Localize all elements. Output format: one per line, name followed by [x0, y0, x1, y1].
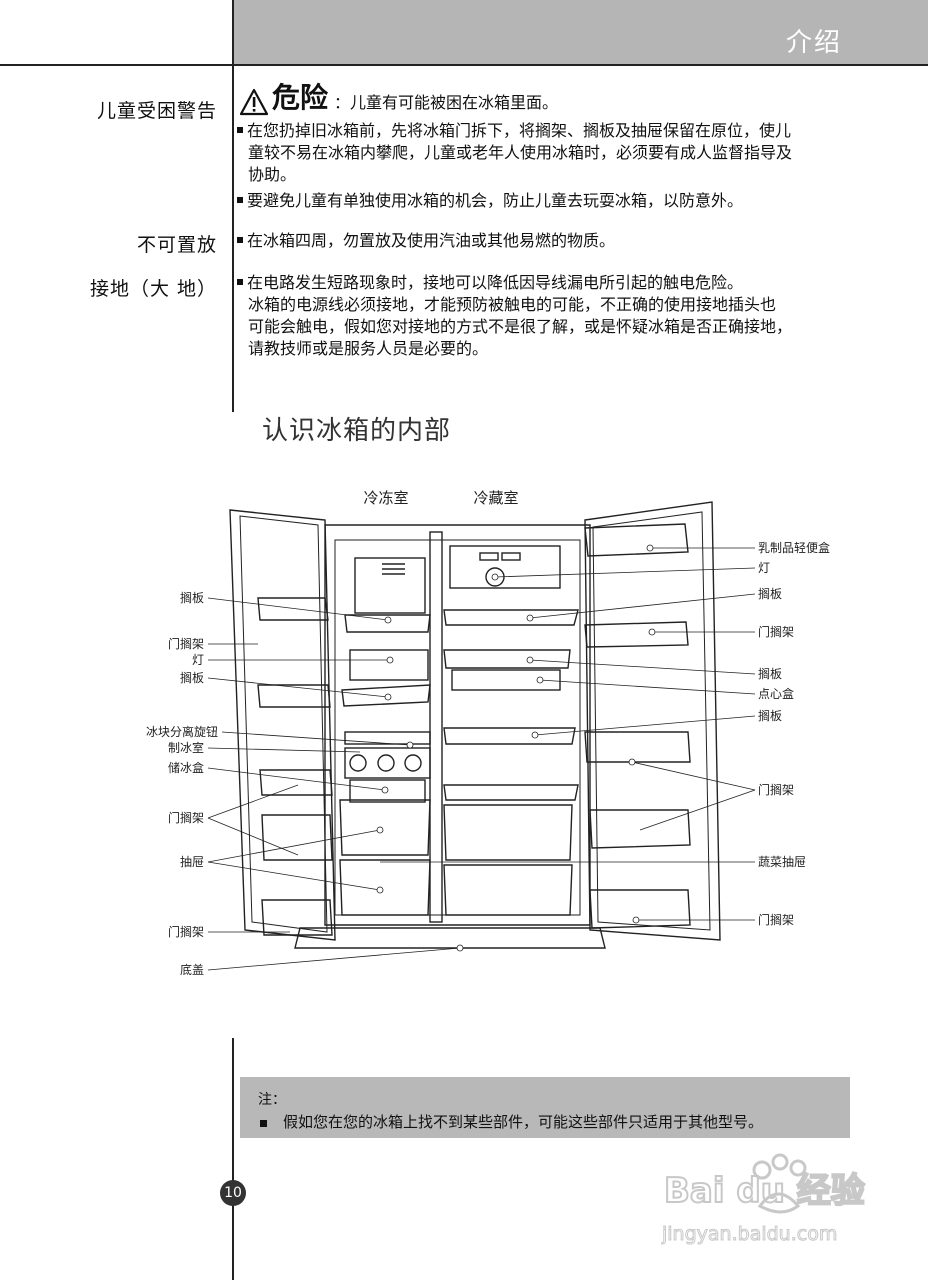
danger-text: ：儿童有可能被困在冰箱里面。: [334, 93, 559, 112]
right-door: [584, 501, 721, 941]
callout-label: 底盖: [180, 962, 204, 977]
snack-box: [451, 669, 561, 691]
section-title: 认识冰箱的内部: [262, 416, 452, 446]
note-heading: 注：: [258, 1092, 286, 1108]
baidu-watermark: Bai du 经验 jingyan.baidu.com: [661, 1153, 866, 1246]
watermark-brand: Bai du 经验: [664, 1171, 865, 1211]
callout-label: 搁板: [758, 666, 782, 681]
callout-label: 灯: [758, 561, 770, 575]
callout-label: 制冰室: [168, 740, 204, 755]
label-no-placement: 不可置放: [136, 234, 217, 256]
text-line: 冰箱的电源线必须接地，才能预防被触电的可能，不正确的使用接地插头也: [248, 295, 777, 314]
child-supervision-paragraph: 要避免儿童有单独使用冰箱的机会，防止儿童去玩耍冰箱，以防意外。: [234, 190, 884, 212]
compartment-divider: [429, 531, 443, 923]
callout-label: 搁板: [180, 590, 204, 605]
margin-rule-bottom: [232, 1038, 234, 1280]
callout-label: 门搁架: [168, 636, 204, 651]
callout-label: 门搁架: [758, 782, 794, 797]
danger-heading: 危险 ：儿童有可能被困在冰箱里面。: [240, 81, 559, 116]
freezer-label: 冷冻室: [363, 489, 408, 507]
callout-label: 门搁架: [758, 912, 794, 927]
icemaker: [344, 747, 431, 779]
warning-triangle-icon: [240, 88, 268, 116]
callout-label: 点心盒: [758, 686, 794, 701]
bullet-icon: [237, 279, 243, 285]
bullet-icon: [237, 127, 243, 133]
child-warning-paragraph: 在您扔掉旧冰箱前，先将冰箱门拆下，将搁架、搁板及抽屉保留在原位，使儿 童较不易在…: [234, 120, 884, 186]
callout-label: 冰块分离旋钮: [146, 724, 218, 739]
text-line: 在您扔掉旧冰箱前，先将冰箱门拆下，将搁架、搁板及抽屉保留在原位，使儿: [247, 121, 792, 140]
label-grounding: 接地（大 地）: [89, 278, 217, 300]
bullet-icon: [237, 237, 243, 243]
label-child-trap: 儿童受困警告: [96, 100, 217, 122]
left-door: [229, 509, 336, 941]
cabinet: [324, 524, 591, 926]
callout-label: 门搁架: [168, 810, 204, 825]
text-line: 在冰箱四周，勿置放及使用汽油或其他易燃的物质。: [247, 231, 616, 250]
margin-rule-top: [232, 0, 234, 412]
note-text: 假如您在您的冰箱上找不到某些部件，可能这些部件只适用于其他型号。: [283, 1113, 764, 1131]
danger-word: 危险: [272, 81, 329, 114]
freezer-control-panel: [354, 557, 426, 614]
page-number: 10: [220, 1180, 246, 1206]
fridge-interior-diagram: 冷冻室 冷藏室 搁板 门搁架 灯 搁板 冰块分离旋钮 制冰室 储冰盒 门搁架 抽…: [146, 489, 830, 977]
text-line: 在电路发生短路现象时，接地可以降低因导线漏电所引起的触电危险。: [247, 273, 744, 292]
fridge-label: 冷藏室: [473, 489, 518, 507]
fridge-control-panel: [449, 545, 561, 589]
callout-label: 搁板: [758, 708, 782, 723]
callout-label: 抽屉: [180, 855, 204, 869]
placement-paragraph: 在冰箱四周，勿置放及使用汽油或其他易燃的物质。: [234, 230, 884, 252]
text-line: 要避免儿童有单独使用冰箱的机会，防止儿童去玩耍冰箱，以防意外。: [247, 191, 744, 210]
note-text-row: 假如您在您的冰箱上找不到某些部件，可能这些部件只适用于其他型号。: [260, 1111, 763, 1132]
header-bar: 介绍: [232, 0, 928, 64]
callout-label: 门搁架: [758, 624, 794, 639]
callout-label: 搁板: [758, 586, 782, 601]
header-rule: [0, 64, 928, 66]
bullet-icon: [237, 197, 243, 203]
watermark-url: jingyan.baidu.com: [661, 1223, 837, 1245]
callout-label: 灯: [192, 653, 204, 667]
text-line: 童较不易在冰箱内攀爬，儿童或老年人使用冰箱时，必须要有成人监督指导及: [248, 143, 793, 162]
callout-label: 储冰盒: [168, 760, 204, 775]
text-line: 可能会触电，假如您对接地的方式不是很了解，或是怀疑冰箱是否正确接地，: [248, 317, 793, 336]
callout-label: 蔬菜抽屉: [758, 855, 806, 869]
callout-label: 乳制品轻便盒: [758, 540, 830, 555]
text-line: 协助。: [248, 165, 297, 184]
bottom-cover: [294, 927, 606, 949]
callout-label: 搁板: [180, 670, 204, 685]
grounding-paragraph: 在电路发生短路现象时，接地可以降低因导线漏电所引起的触电危险。 冰箱的电源线必须…: [234, 272, 884, 360]
note-box: 注： 假如您在您的冰箱上找不到某些部件，可能这些部件只适用于其他型号。: [240, 1077, 850, 1138]
page-section-title: 介绍: [785, 28, 842, 58]
text-line: 请教技师或是服务人员是必要的。: [248, 339, 489, 358]
callout-label: 门搁架: [168, 924, 204, 939]
bullet-icon: [260, 1119, 267, 1127]
